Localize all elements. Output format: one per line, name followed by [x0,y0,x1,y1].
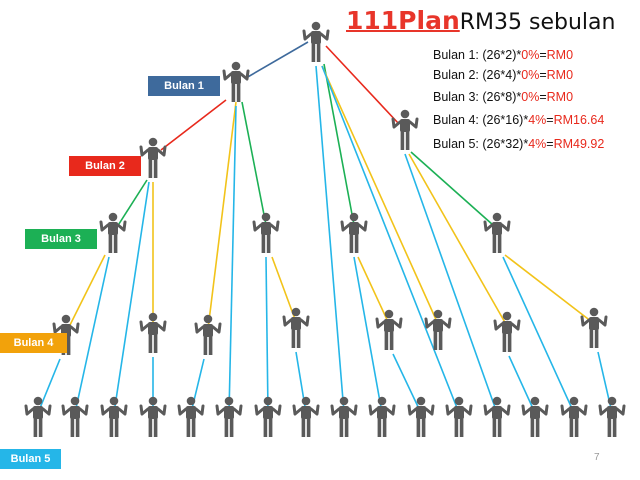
tree-connector [357,256,390,325]
tree-connector [404,153,498,414]
tree-connector [323,63,355,226]
formula-bulan-3: Bulan 3: (26*8)*0%=RM0 [433,90,574,104]
person-icon [391,109,419,150]
formula-bulan-1: Bulan 1: (26*2)*0%=RM0 [433,48,574,62]
plan-subtitle: RM35 sebulan [459,10,616,35]
person-icon [340,212,368,253]
person-icon [493,311,521,352]
level-label-bulan-2: Bulan 2 [69,156,141,176]
person-icon [61,396,89,437]
tree-connector [502,256,575,414]
tree-connector [504,254,593,323]
person-icon [177,396,205,437]
page-title: 111PlanRM35 sebulan [346,6,615,35]
tree-connector [116,179,148,228]
person-icon [139,396,167,437]
person-icon [424,309,452,350]
formula-bulan-4: Bulan 4: (26*16)*4%=RM16.64 [433,113,605,127]
tree-connector [228,105,237,414]
person-icon [215,396,243,437]
person-icon [302,21,330,62]
tree-connector [37,358,61,414]
person-icon [375,309,403,350]
tree-connector [321,65,439,325]
tree-connector [245,41,309,79]
person-icon [222,61,250,102]
tree-connector [67,254,106,330]
tree-connector [410,151,494,226]
tree-connector [74,256,110,414]
person-icon [139,312,167,353]
person-icon [598,396,626,437]
person-icon [292,396,320,437]
tree-connector [265,256,269,414]
page-number: 7 [594,452,600,463]
tree-connector [325,45,400,125]
tree-connector [321,65,460,414]
person-icon [407,396,435,437]
person-icon [483,212,511,253]
person-icon [560,396,588,437]
tree-connector [408,153,508,327]
level-label-bulan-3: Bulan 3 [25,229,97,249]
person-icon [445,396,473,437]
person-icon [24,396,52,437]
person-icon [282,307,310,348]
formula-bulan-5: Bulan 5: (26*32)*4%=RM49.92 [433,137,605,151]
person-icon [521,396,549,437]
person-icon [194,314,222,355]
level-label-bulan-1: Bulan 1 [148,76,220,96]
person-icon [252,212,280,253]
tree-connector [160,99,227,151]
person-icon [99,212,127,253]
person-icon [139,137,167,178]
person-icon [254,396,282,437]
tree-connector [113,181,150,414]
person-icon [368,396,396,437]
person-icon [100,396,128,437]
level-label-bulan-4: Bulan 4 [0,333,67,353]
level-label-bulan-5: Bulan 5 [0,449,61,469]
tree-connector [207,101,237,330]
tree-connector [241,101,267,226]
person-icon [483,396,511,437]
tree-connector [392,353,422,414]
formula-bulan-2: Bulan 2: (26*4)*0%=RM0 [433,68,574,82]
brand-name: 111Plan [346,6,460,35]
tree-connector [508,355,536,414]
tree-connector [315,65,345,414]
tree-people [24,21,626,437]
person-icon [330,396,358,437]
person-icon [580,307,608,348]
tree-connector [353,256,383,414]
